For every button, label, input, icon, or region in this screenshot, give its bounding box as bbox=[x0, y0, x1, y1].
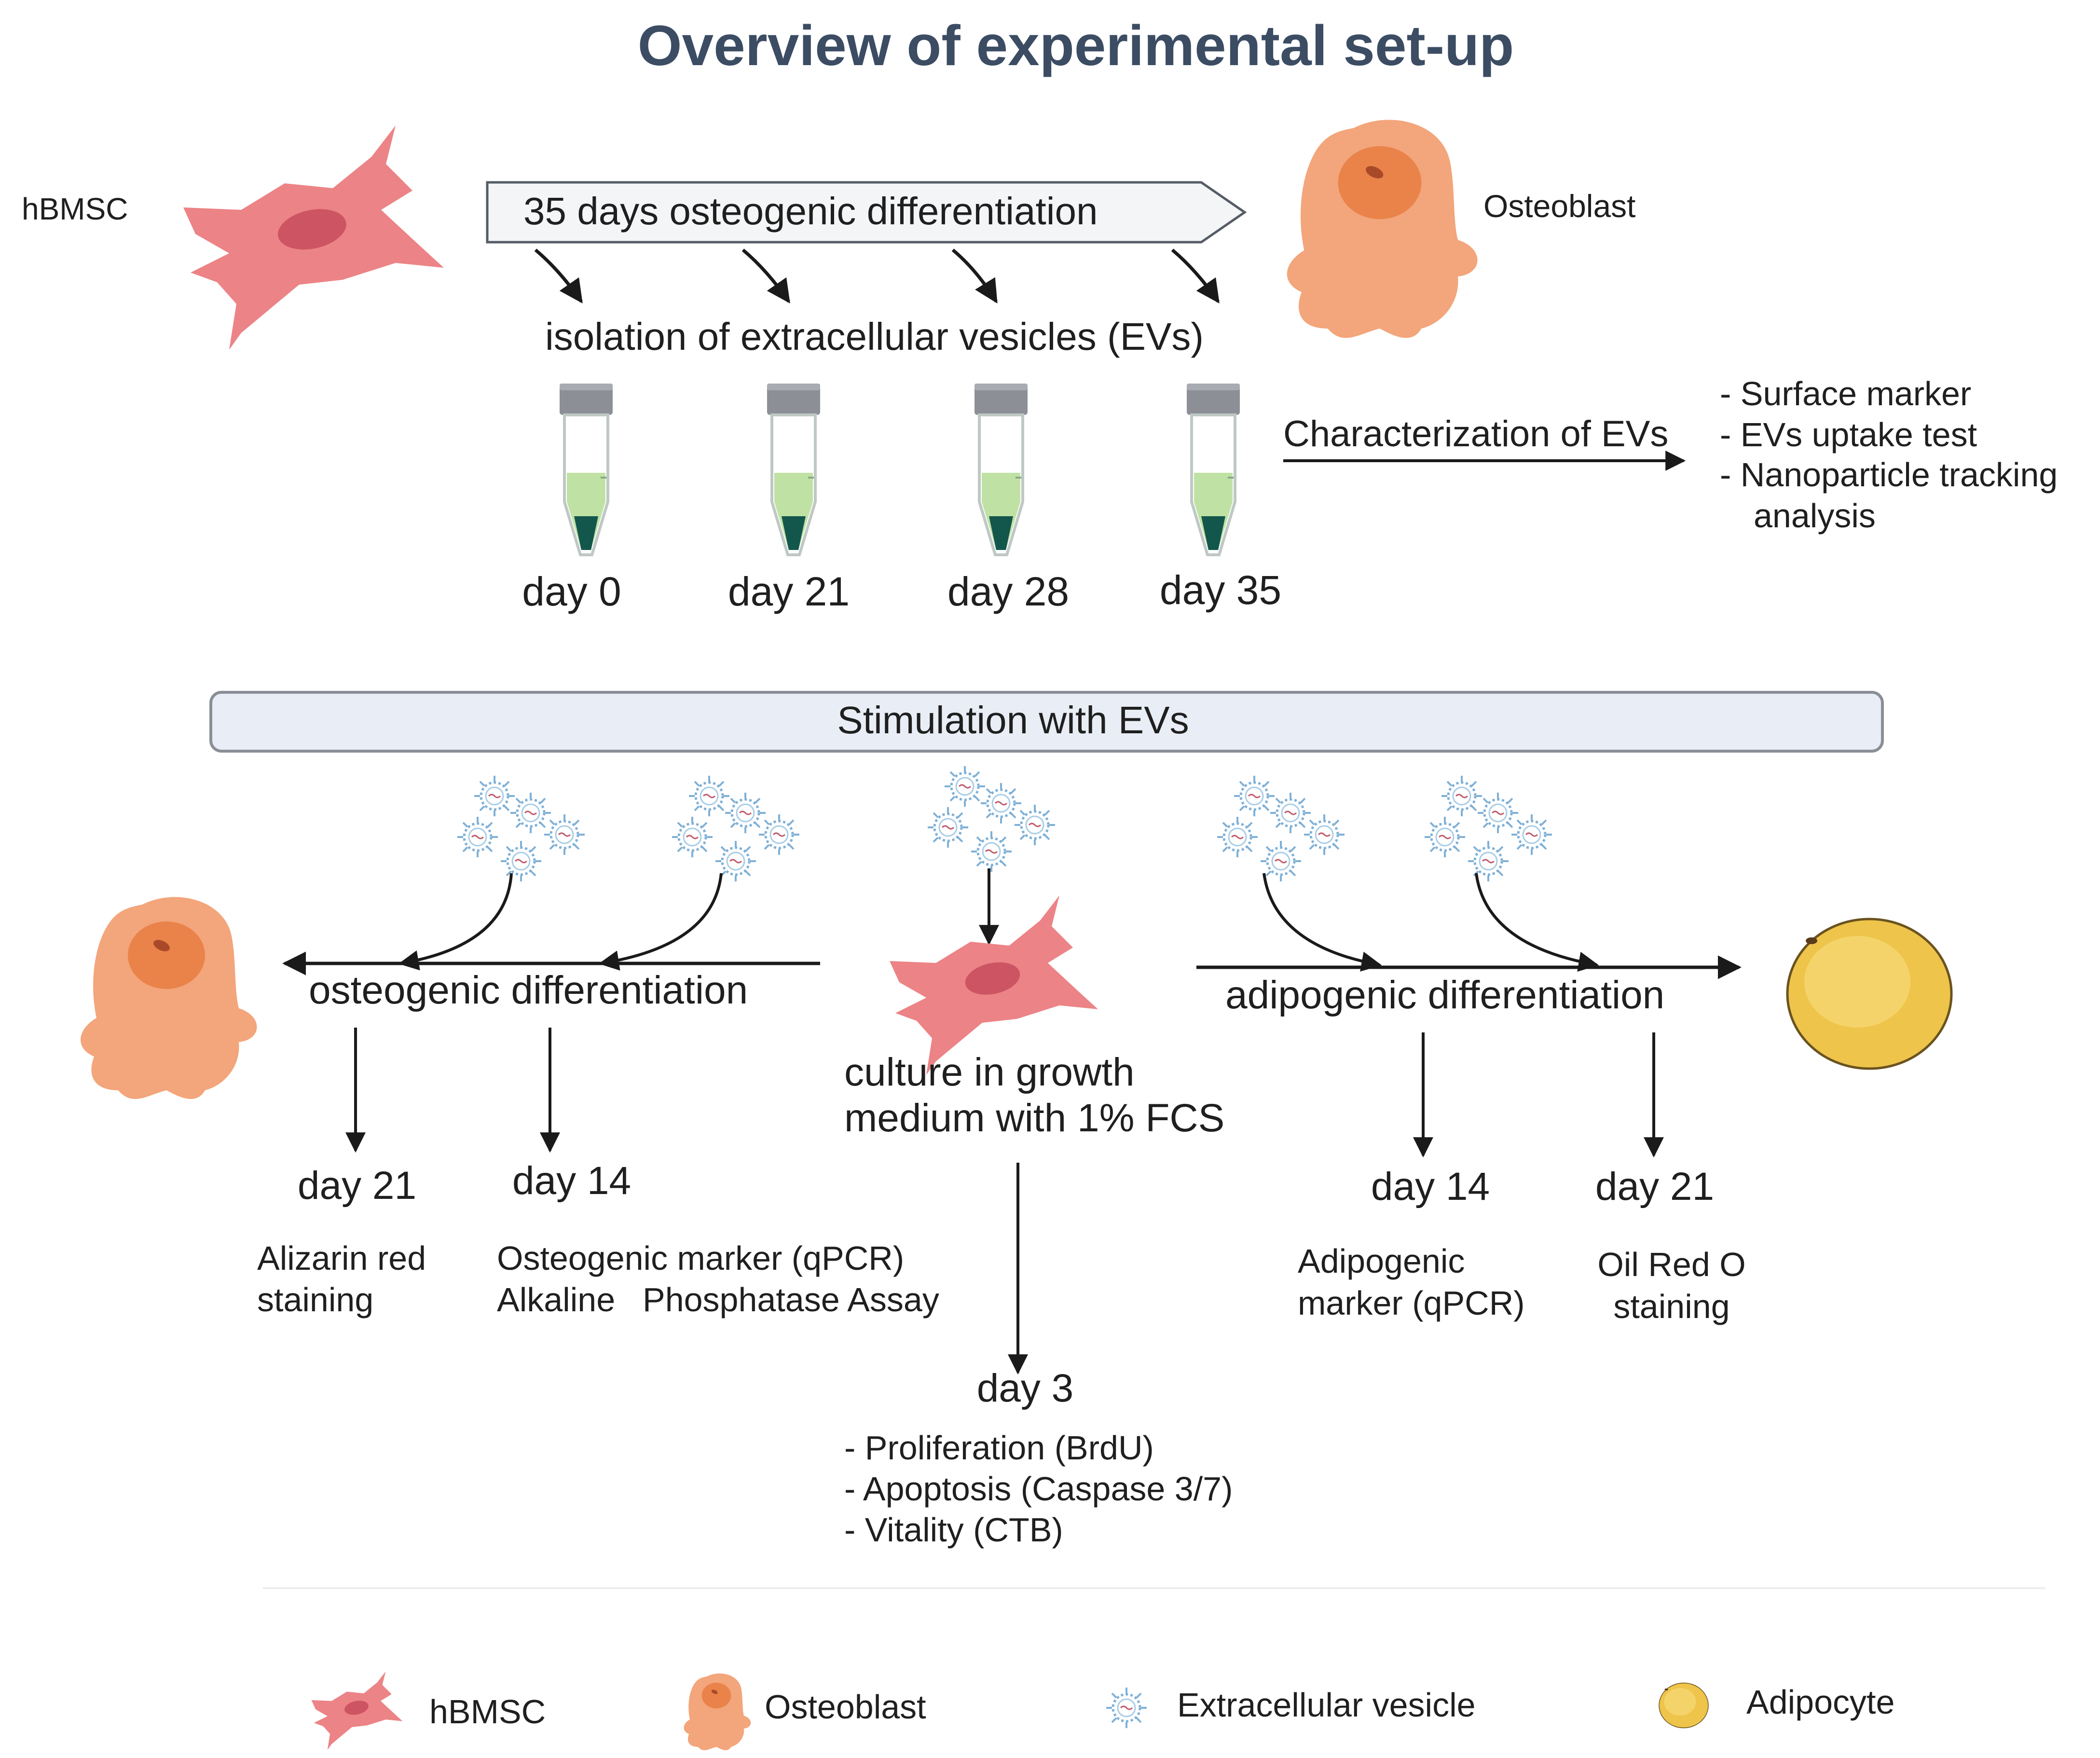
osteo-readout: Alkaline bbox=[497, 1281, 615, 1318]
adipo-readout: Oil Red O bbox=[1597, 1246, 1745, 1283]
legend-hbmsc-label: hBMSC bbox=[429, 1693, 546, 1731]
culture-label: medium with 1% FCS bbox=[844, 1096, 1224, 1140]
adipo-readout: staining bbox=[1613, 1288, 1729, 1325]
legend-adipocyte-icon bbox=[1659, 1682, 1709, 1729]
legend-ev-label: Extracellular vesicle bbox=[1177, 1686, 1476, 1724]
osteogenic-label: osteogenic differentiation bbox=[309, 968, 748, 1012]
page-title: Overview of experimental set-up bbox=[638, 14, 1514, 78]
ev-arrow bbox=[1475, 873, 1599, 972]
differentiation-arrow bbox=[486, 181, 1247, 244]
characterization-label: Characterization of EVs bbox=[1283, 413, 1668, 454]
adipogenic-label: adipogenic differentiation bbox=[1225, 973, 1664, 1017]
culture-label: culture in growth bbox=[844, 1050, 1135, 1094]
tube-icon-day0 bbox=[560, 384, 613, 555]
hbmsc-cell-icon bbox=[890, 895, 1098, 1075]
timepoint-arrow-3 bbox=[951, 248, 998, 304]
ev-cluster-icon bbox=[672, 776, 799, 881]
legend-adipocyte-label: Adipocyte bbox=[1746, 1683, 1894, 1721]
timepoint-arrow-4 bbox=[1171, 248, 1220, 304]
tube-label-day28: day 28 bbox=[947, 569, 1069, 614]
legend-ev-icon bbox=[1106, 1688, 1147, 1728]
culture-readout: - Proliferation (BrdU) bbox=[844, 1429, 1154, 1467]
osteo-day-label: day 14 bbox=[512, 1159, 631, 1203]
tube-icon-day21 bbox=[767, 384, 820, 555]
target-cell-label: Osteoblast bbox=[1483, 188, 1636, 224]
ev-cluster-icon bbox=[1217, 776, 1345, 881]
adipo-day-label: day 21 bbox=[1595, 1165, 1714, 1209]
isolation-label: isolation of extracellular vesicles (EVs… bbox=[545, 315, 1204, 358]
osteo-readout: Alizarin red bbox=[257, 1239, 426, 1277]
ev-cluster-icon bbox=[457, 776, 585, 881]
adipocyte-cell-icon bbox=[1787, 919, 1951, 1069]
ev-arrow bbox=[1263, 873, 1382, 972]
source-cell-label: hBMSC bbox=[22, 192, 128, 226]
differentiation-arrow-label: 35 days osteogenic differentiation bbox=[523, 190, 1098, 233]
adipo-readout: marker (qPCR) bbox=[1298, 1284, 1525, 1322]
culture-readout: - Vitality (CTB) bbox=[844, 1511, 1063, 1549]
ev-arrow bbox=[398, 873, 513, 971]
culture-readout: - Apoptosis (Caspase 3/7) bbox=[844, 1470, 1233, 1508]
tube-label-day0: day 0 bbox=[522, 569, 621, 614]
ev-arrow bbox=[598, 873, 723, 971]
characterization-item: - Surface marker bbox=[1720, 375, 1971, 412]
legend-hbmsc-icon bbox=[311, 1671, 403, 1750]
legend: hBMSC Osteoblast Extracellular vesicle A… bbox=[311, 1671, 1894, 1750]
timepoint-arrow-2 bbox=[741, 248, 790, 304]
culture-day-label: day 3 bbox=[977, 1366, 1074, 1410]
characterization-item: - EVs uptake test bbox=[1720, 416, 1977, 453]
osteo-readout: Phosphatase Assay bbox=[643, 1281, 939, 1318]
tube-label-day35: day 35 bbox=[1160, 567, 1281, 613]
tube-label-day21: day 21 bbox=[728, 569, 850, 614]
ev-cluster-icon bbox=[1425, 776, 1552, 881]
hbmsc-cell-icon bbox=[183, 125, 444, 350]
stimulation-banner bbox=[209, 691, 1884, 753]
ev-cluster-icon bbox=[928, 766, 1055, 872]
osteoblast-cell-icon bbox=[81, 897, 257, 1099]
stimulation-banner-label: Stimulation with EVs bbox=[837, 699, 1189, 742]
osteoblast-cell-icon bbox=[1287, 120, 1478, 338]
timepoint-arrow-1 bbox=[534, 248, 583, 304]
adipo-readout: Adipogenic bbox=[1298, 1242, 1465, 1280]
characterization-item: - Nanoparticle tracking bbox=[1720, 456, 2058, 494]
legend-osteoblast-icon bbox=[684, 1673, 751, 1750]
osteo-readout: Osteogenic marker (qPCR) bbox=[497, 1239, 904, 1277]
tube-icon-day28 bbox=[975, 384, 1028, 555]
osteo-readout: staining bbox=[257, 1281, 373, 1318]
timepoint-arrows bbox=[534, 248, 1220, 304]
legend-osteoblast-label: Osteoblast bbox=[765, 1688, 926, 1726]
tube-icon-day35 bbox=[1187, 384, 1240, 555]
osteo-day-label: day 21 bbox=[298, 1164, 416, 1208]
adipo-day-label: day 14 bbox=[1371, 1165, 1490, 1209]
characterization-item: analysis bbox=[1754, 497, 1876, 535]
